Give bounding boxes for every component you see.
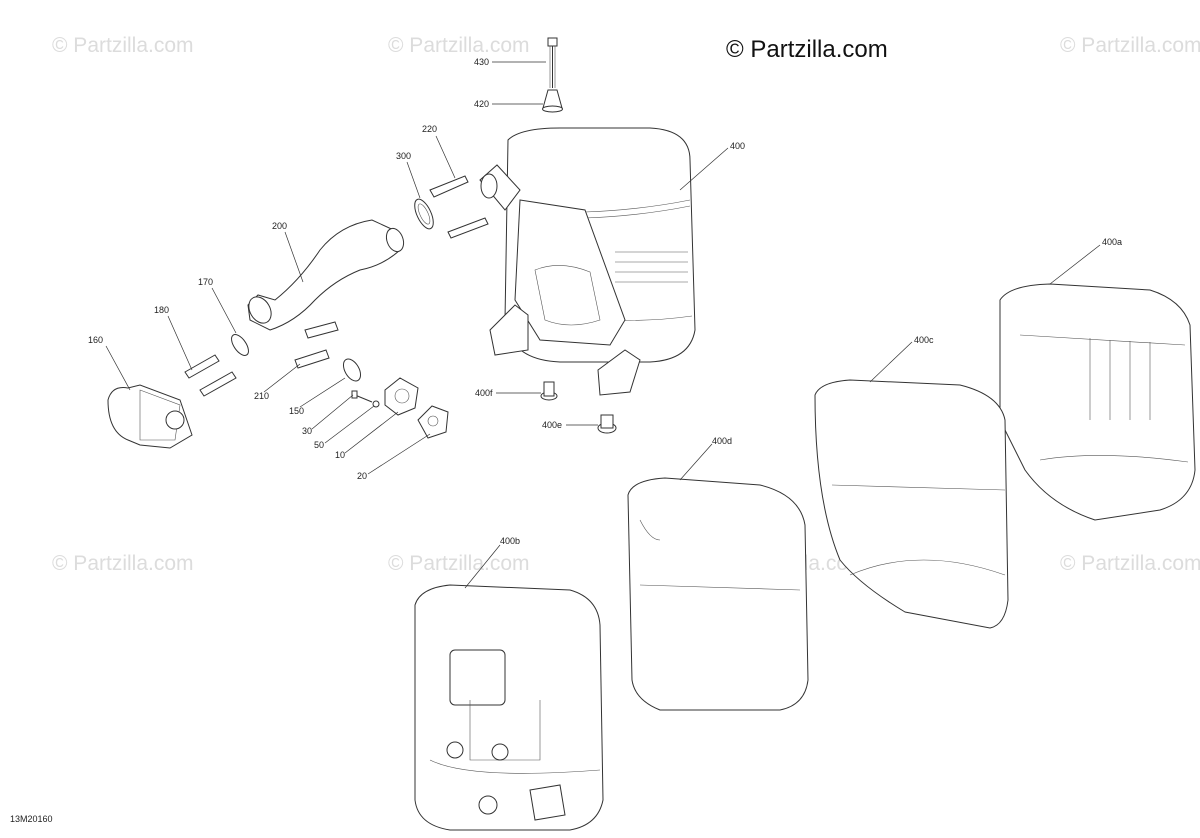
shield-400b	[414, 584, 604, 831]
leader-lines	[105, 61, 1101, 589]
callout-170: 170	[198, 277, 213, 287]
gasket-300	[414, 198, 434, 230]
muffler-400	[479, 127, 696, 396]
gasket-150	[342, 358, 362, 382]
springs-210	[294, 321, 339, 369]
callout-200: 200	[272, 221, 287, 231]
callout-labels: 430 420 220 300 400 200 170 180 160 210 …	[88, 57, 1122, 546]
callout-150: 150	[289, 406, 304, 416]
callout-210: 210	[254, 391, 269, 401]
callout-420: 420	[474, 99, 489, 109]
callout-400f: 400f	[475, 388, 493, 398]
watermark-mid-left: © Partzilla.com	[52, 552, 194, 575]
callout-400: 400	[730, 141, 745, 151]
shield-400d	[627, 477, 809, 711]
callout-20: 20	[357, 471, 367, 481]
gasket-170	[231, 334, 249, 356]
callout-50: 50	[314, 440, 324, 450]
watermark-top-right: © Partzilla.com	[1060, 34, 1200, 57]
callout-400d: 400d	[712, 436, 732, 446]
springs-180	[184, 354, 237, 397]
bolt-430	[547, 37, 558, 88]
callout-430: 430	[474, 57, 489, 67]
grommet-420	[542, 89, 563, 113]
callout-400e: 400e	[542, 420, 562, 430]
callout-400b: 400b	[500, 536, 520, 546]
watermark-mid-center: © Partzilla.com	[388, 552, 530, 575]
watermark-top-left: © Partzilla.com	[52, 34, 194, 57]
drawing-code: 13M20160	[10, 814, 53, 824]
callout-160: 160	[88, 335, 103, 345]
callout-400c: 400c	[914, 335, 934, 345]
callout-220: 220	[422, 124, 437, 134]
watermark-top-center: © Partzilla.com	[388, 34, 530, 57]
callout-300: 300	[396, 151, 411, 161]
callout-400a: 400a	[1102, 237, 1122, 247]
callout-180: 180	[154, 305, 169, 315]
shield-400c	[814, 379, 1009, 629]
grommet-400f	[540, 381, 558, 401]
callout-10: 10	[335, 450, 345, 460]
exhaust-pipe-200	[247, 219, 405, 331]
grommet-400e	[597, 414, 617, 434]
watermark-mid-far-right: © Partzilla.com	[1060, 552, 1200, 575]
springs-220	[429, 175, 489, 239]
fastener-set	[351, 377, 449, 439]
valve-housing-160	[107, 384, 193, 449]
watermark-main: © Partzilla.com	[726, 36, 888, 63]
callout-30: 30	[302, 426, 312, 436]
heat-shield-400a	[999, 283, 1196, 521]
